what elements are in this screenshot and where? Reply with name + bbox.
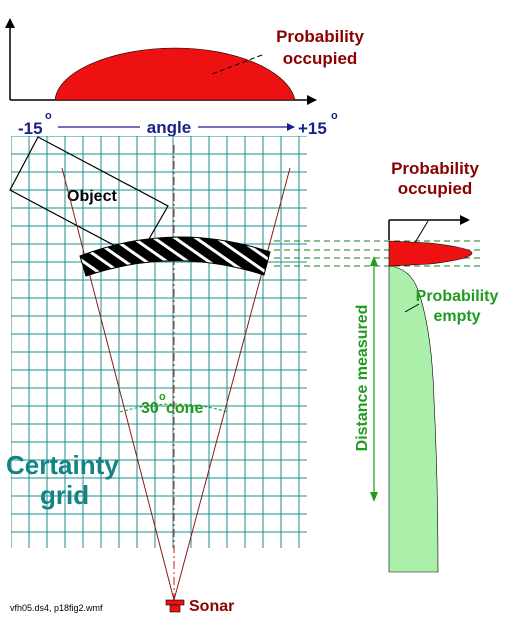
- grid-title-line1: Certainty: [6, 450, 119, 480]
- angle-max-label: +15: [298, 119, 327, 138]
- cone-angle-arc: [119, 403, 229, 413]
- side-empty-label-line2: empty: [433, 308, 480, 325]
- occupied-angle-lobe: [54, 47, 296, 101]
- distance-arrow-bottom: [370, 492, 378, 502]
- distance-arrow-top: [370, 256, 378, 266]
- grid-title-line2: grid: [40, 480, 89, 510]
- occupied-pointer: [211, 54, 263, 75]
- sonar-icon: [165, 599, 185, 613]
- empty-distance-region: [388, 265, 439, 573]
- top-occupied-label-line2: occupied: [283, 49, 358, 68]
- angle-min-label: -15: [18, 119, 43, 138]
- angle-axis-label: angle: [147, 118, 191, 137]
- cone-label-value: 30: [141, 400, 159, 417]
- cone-left-edge: [61, 167, 175, 601]
- occupied-arc-region: [79, 236, 271, 277]
- cone-right-edge: [173, 167, 291, 601]
- side-occupied-label-line1: Probability: [391, 159, 479, 178]
- footer-note: vfh05.ds4, p18fig2.wmf: [10, 603, 103, 613]
- top-occupied-label-line1: Probability: [276, 27, 364, 46]
- distance-measured-label: Distance measured: [354, 305, 371, 452]
- side-occupied-pointer: [412, 220, 429, 247]
- side-occupied-label-line2: occupied: [398, 179, 473, 198]
- side-empty-label-line1: Probability: [416, 288, 499, 305]
- certainty-grid-lines: [11, 136, 307, 548]
- side-empty-pointer: [404, 303, 420, 313]
- distance-probability-chart: Probability occupied Probability empty D…: [354, 159, 499, 573]
- object-label: Object: [67, 188, 117, 205]
- sonar-label: Sonar: [189, 598, 234, 615]
- angle-scale: -15 o +15 o angle: [18, 110, 338, 138]
- cone-label-degree: o: [159, 391, 166, 403]
- angle-min-degree: o: [45, 110, 52, 122]
- cone-label-suffix: cone: [166, 400, 203, 417]
- angle-max-degree: o: [331, 110, 338, 122]
- occupied-distance-lobe: [388, 240, 473, 267]
- angle-probability-chart: Probability occupied: [4, 18, 364, 105]
